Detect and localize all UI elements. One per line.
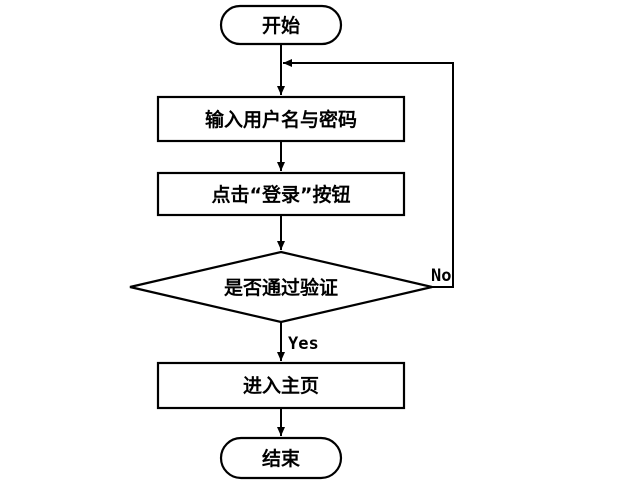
terminal-shape bbox=[219, 436, 343, 480]
node-click-login-label: 点击“登录”按钮 bbox=[212, 183, 351, 206]
node-verification-decision: 是否通过验证 bbox=[129, 250, 433, 324]
decision-shape bbox=[129, 250, 433, 324]
node-end: 结束 bbox=[219, 436, 343, 480]
edge-check-to-input-loop bbox=[283, 59, 454, 288]
node-start: 开始 bbox=[219, 4, 343, 46]
node-input-credentials-label: 输入用户名与密码 bbox=[205, 108, 357, 131]
node-verification-decision-label: 是否通过验证 bbox=[224, 276, 338, 299]
node-input-credentials: 输入用户名与密码 bbox=[156, 95, 406, 143]
terminal-shape bbox=[219, 4, 343, 46]
edge-label-no: No bbox=[431, 266, 451, 286]
edge-label-yes: Yes bbox=[288, 334, 319, 354]
node-enter-home-label: 进入主页 bbox=[243, 375, 319, 397]
process-shape bbox=[156, 171, 406, 217]
node-click-login: 点击“登录”按钮 bbox=[156, 171, 406, 217]
process-shape bbox=[156, 95, 406, 143]
process-shape bbox=[156, 361, 406, 410]
node-start-label: 开始 bbox=[262, 14, 300, 37]
node-enter-home: 进入主页 bbox=[156, 361, 406, 410]
node-end-label: 结束 bbox=[262, 447, 301, 470]
